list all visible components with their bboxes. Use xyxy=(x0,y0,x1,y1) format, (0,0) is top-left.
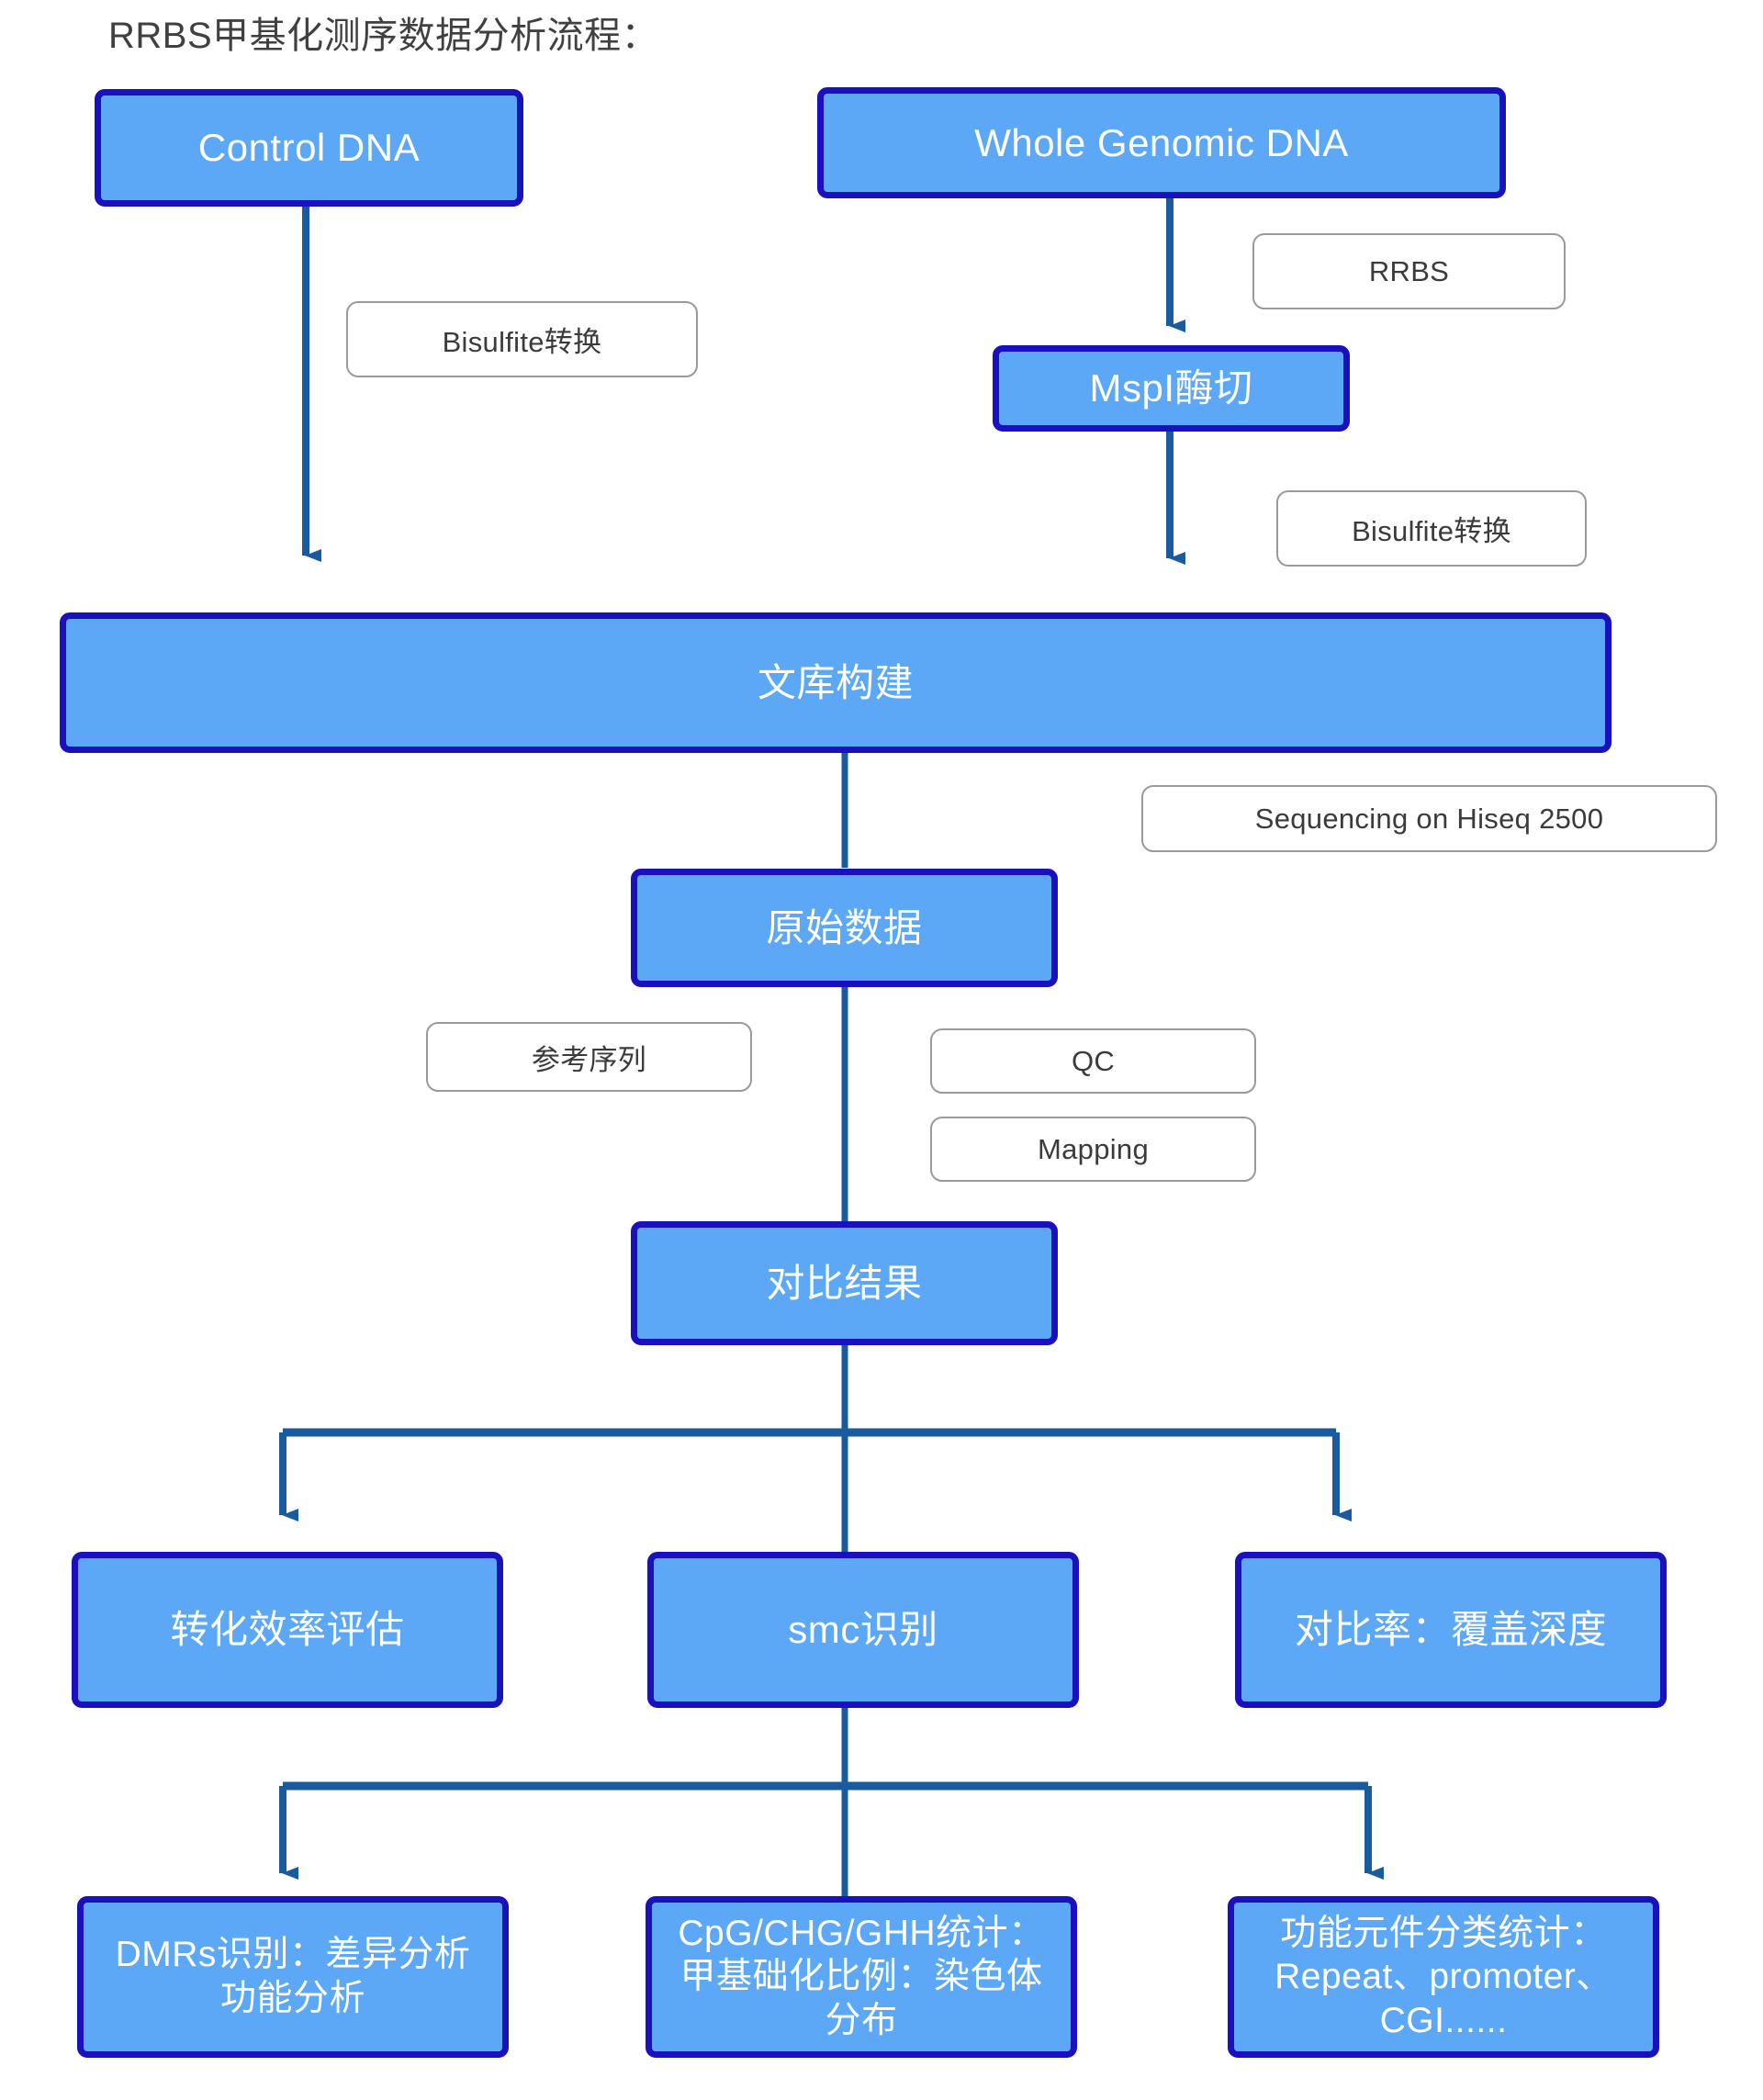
node-dmrs-line-1: DMRs识别：差异分析 xyxy=(115,1935,471,1975)
node-raw-data[interactable]: 原始数据 xyxy=(631,869,1058,987)
node-mapping-result[interactable]: 对比结果 xyxy=(631,1221,1058,1345)
node-smc-identification[interactable]: smc识别 xyxy=(647,1552,1079,1708)
node-mapping-rate-depth[interactable]: 对比率：覆盖深度 xyxy=(1235,1552,1667,1708)
node-cpg-stats-line-3: 分布 xyxy=(825,2000,898,2040)
node-cpg-stats-line-1: CpG/CHG/GHH统计： xyxy=(678,1913,1045,1953)
node-functional-elements-line-3: CGI...... xyxy=(1379,2000,1508,2040)
edge-label-sequencing[interactable]: Sequencing on Hiseq 2500 xyxy=(1141,785,1717,852)
node-library-construction[interactable]: 文库构建 xyxy=(60,612,1611,753)
node-functional-elements[interactable]: 功能元件分类统计： Repeat、promoter、 CGI...... xyxy=(1228,1896,1659,2058)
edge-label-mapping[interactable]: Mapping xyxy=(930,1117,1256,1182)
node-functional-elements-line-1: 功能元件分类统计： xyxy=(1280,1913,1607,1953)
node-cpg-stats[interactable]: CpG/CHG/GHH统计： 甲基础化比例：染色体 分布 xyxy=(646,1896,1077,2058)
node-whole-genomic-dna[interactable]: Whole Genomic DNA xyxy=(817,87,1506,198)
node-conversion-efficiency[interactable]: 转化效率评估 xyxy=(72,1552,503,1708)
edge-label-reference-sequence[interactable]: 参考序列 xyxy=(426,1022,752,1092)
edge-label-rrbs[interactable]: RRBS xyxy=(1252,233,1566,309)
edge-label-qc[interactable]: QC xyxy=(930,1028,1256,1094)
node-dmrs-line-2: 功能分析 xyxy=(219,1979,365,2018)
node-functional-elements-line-2: Repeat、promoter、 xyxy=(1275,1957,1612,1997)
node-mspi-digestion[interactable]: MspI酶切 xyxy=(993,345,1350,432)
edge-label-bisulfite-left[interactable]: Bisulfite转换 xyxy=(346,301,698,377)
node-dmrs[interactable]: DMRs识别：差异分析 功能分析 xyxy=(77,1896,509,2058)
diagram-title: RRBS甲基化测序数据分析流程： xyxy=(108,16,659,56)
node-cpg-stats-line-2: 甲基础化比例：染色体 xyxy=(679,1957,1043,1997)
node-control-dna[interactable]: Control DNA xyxy=(95,89,523,207)
edge-label-bisulfite-right[interactable]: Bisulfite转换 xyxy=(1276,490,1587,567)
